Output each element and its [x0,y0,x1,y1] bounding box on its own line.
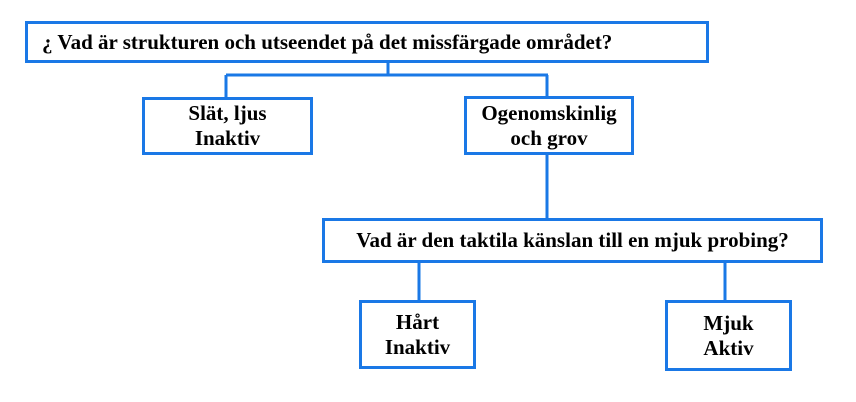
answer-box-soft: Mjuk Aktiv [665,300,792,371]
answer-line: Inaktiv [384,334,451,359]
question-text: ¿ Vad är strukturen och utseendet på det… [42,29,613,54]
answer-line: Aktiv [703,335,754,360]
answer-line: Hårt [395,309,440,334]
answer-box-opaque: Ogenomskinlig och grov [464,96,634,155]
question-box-appearance: ¿ Vad är strukturen och utseendet på det… [25,21,709,63]
answer-line: Mjuk [703,310,754,335]
answer-box-smooth: Slät, ljus Inaktiv [142,97,313,155]
answer-line: och grov [510,125,588,150]
answer-line: Ogenomskinlig [481,100,617,125]
answer-line: Inaktiv [194,126,261,150]
answer-box-hard: Hårt Inaktiv [359,300,476,369]
question-text: Vad är den taktila känslan till en mjuk … [356,228,789,252]
question-box-tactile: Vad är den taktila känslan till en mjuk … [322,218,823,263]
answer-line: Slät, ljus [188,101,267,125]
